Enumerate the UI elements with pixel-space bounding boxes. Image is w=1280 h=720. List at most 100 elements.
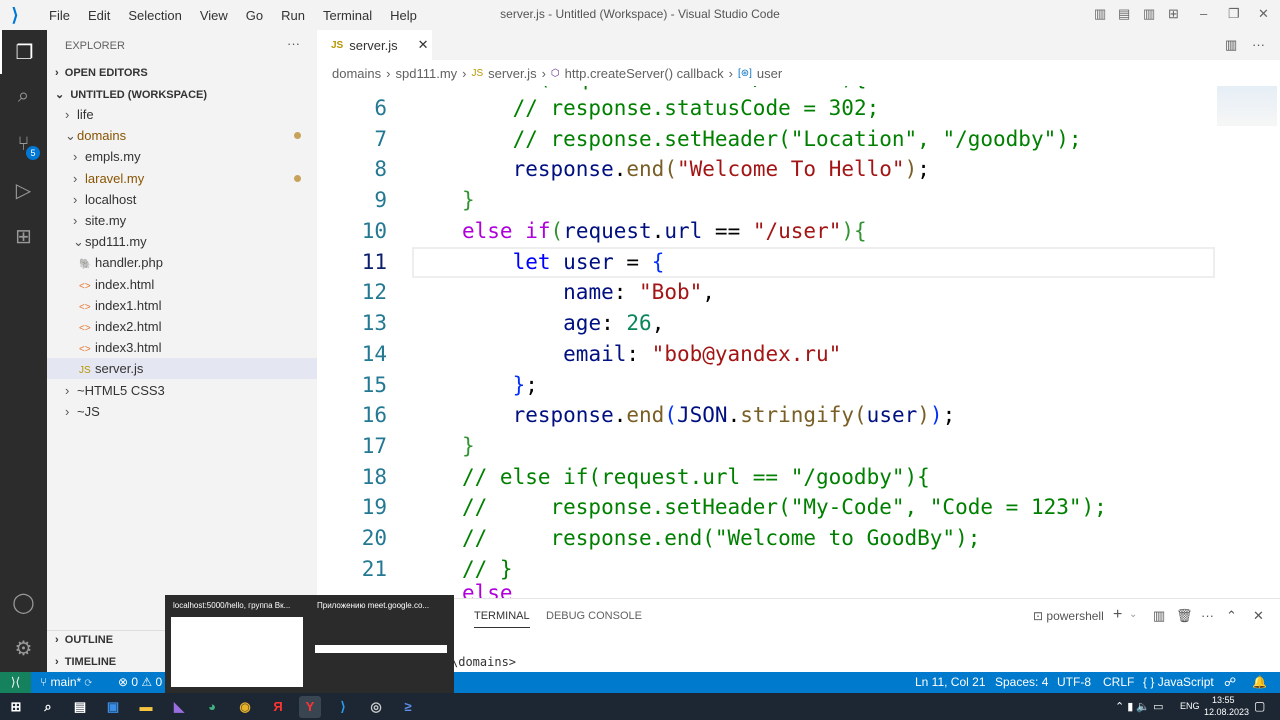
chevron-right-icon: ›	[73, 170, 78, 186]
minimap[interactable]	[1217, 86, 1277, 126]
tree-item[interactable]: ›~JS	[47, 401, 317, 422]
code-editor[interactable]: if(request.url == "/hello"){ 6 // respon…	[317, 86, 1280, 598]
terminal-prompt[interactable]: \domains>	[451, 655, 517, 669]
toggle-panel-icon[interactable]: ▤	[1118, 6, 1131, 21]
preview-title-1[interactable]: localhost:5000/hello, группа Вк...	[173, 601, 291, 610]
menu-go[interactable]: Go	[245, 7, 264, 23]
close-tab-icon[interactable]: ✕	[417, 37, 429, 52]
tree-item[interactable]: ⌄domains	[47, 125, 317, 146]
notifications-icon[interactable]: ▢	[1254, 699, 1266, 713]
menu-edit[interactable]: Edit	[87, 7, 111, 23]
split-terminal-icon[interactable]: ▥	[1153, 608, 1166, 623]
open-editors-section[interactable]: › OPEN EDITORS	[55, 67, 148, 79]
trash-icon[interactable]: 🗑	[1176, 608, 1193, 623]
tree-item[interactable]: 🐘handler.php	[47, 252, 317, 273]
language-mode[interactable]: { } JavaScript	[1143, 675, 1214, 689]
terminal-shell-selector[interactable]: ⊡ powershell	[1033, 609, 1104, 623]
chevron-down-icon[interactable]: ⌄	[1129, 609, 1138, 620]
input-language[interactable]: ENG	[1180, 701, 1200, 711]
extensions-icon[interactable]: ⊞	[15, 225, 32, 248]
tab-terminal[interactable]: TERMINAL	[474, 610, 530, 628]
obs-icon[interactable]: ◎	[370, 699, 382, 714]
notifications-bell-icon[interactable]: 🔔	[1252, 675, 1267, 689]
tab-server-js[interactable]: JS server.js ✕	[317, 30, 432, 60]
tree-item[interactable]: ›localhost	[47, 189, 317, 210]
toggle-secondary-sidebar-icon[interactable]: ▥	[1143, 6, 1156, 21]
tree-item[interactable]: ›~HTML5 CSS3	[47, 380, 317, 401]
toggle-sidebar-icon[interactable]: ▥	[1094, 6, 1107, 21]
menu-view[interactable]: View	[199, 7, 228, 23]
tree-item[interactable]: ⌄spd111.my	[47, 231, 317, 252]
tree-item[interactable]: ›site.my	[47, 210, 317, 231]
maximize-panel-icon[interactable]: ⌃	[1226, 608, 1237, 623]
tab-debug-console[interactable]: DEBUG CONSOLE	[546, 610, 642, 622]
minimize-button[interactable]: –	[1200, 6, 1208, 21]
close-window-button[interactable]: ✕	[1258, 6, 1269, 21]
settings-gear-icon[interactable]: ⚙	[14, 637, 33, 660]
menu-run[interactable]: Run	[281, 7, 305, 23]
tree-item[interactable]: <>index.html	[47, 274, 317, 295]
customize-layout-icon[interactable]: ⊞	[1168, 6, 1179, 21]
preview-title-2[interactable]: Приложению meet.google.co...	[317, 601, 430, 610]
indentation[interactable]: Spaces: 4	[995, 675, 1049, 689]
preview-thumbnail-2[interactable]	[315, 645, 447, 653]
tree-item[interactable]: ›laravel.my	[47, 168, 317, 189]
breadcrumb-item[interactable]: domains	[332, 65, 382, 81]
cursor-position[interactable]: Ln 11, Col 21	[915, 675, 986, 689]
breadcrumb-item[interactable]: http.createServer() callback	[564, 65, 724, 81]
tree-item[interactable]: ›empls.my	[47, 146, 317, 167]
breadcrumb-item[interactable]: server.js	[488, 65, 537, 81]
run-debug-icon[interactable]: ▷	[15, 179, 32, 202]
visual-studio-icon[interactable]: ◣	[174, 699, 184, 714]
branch-indicator[interactable]: ⑂ main* ⟳	[40, 675, 92, 689]
js-file-icon: JS	[471, 67, 484, 79]
windows-start-icon[interactable]: ⊞	[10, 699, 22, 714]
clock-date[interactable]: 12.08.2023	[1204, 707, 1250, 717]
tree-item[interactable]: <>index2.html	[47, 316, 317, 337]
problems-indicator[interactable]: ⊗ 0 ⚠ 0	[118, 675, 163, 689]
tree-item[interactable]: <>index1.html	[47, 295, 317, 316]
workspace-section[interactable]: ⌄ UNTITLED (WORKSPACE)	[55, 89, 208, 101]
task-view-icon[interactable]: ▤	[73, 699, 87, 714]
editor-more-icon[interactable]: ···	[1252, 37, 1265, 52]
breadcrumb-item[interactable]: spd111.my	[395, 65, 458, 81]
file-explorer-icon[interactable]: ▬	[139, 699, 153, 714]
system-tray-icons[interactable]: ⌃ ▮ 🔈 ▭	[1115, 701, 1164, 713]
chrome-icon[interactable]: ◉	[239, 699, 251, 714]
breadcrumb-item[interactable]: user	[756, 65, 783, 81]
chevron-down-icon: ⌄	[65, 128, 76, 144]
preview-thumbnail-1[interactable]	[171, 617, 303, 687]
search-icon[interactable]: ⌕	[17, 84, 30, 107]
timeline-section[interactable]: › TIMELINE	[55, 656, 117, 668]
menu-terminal[interactable]: Terminal	[323, 7, 373, 23]
tree-item[interactable]: <>index3.html	[47, 337, 317, 358]
remote-indicator-icon[interactable]: ⟩⟨	[0, 672, 31, 693]
menu-help[interactable]: Help	[390, 7, 417, 23]
outline-section[interactable]: › OUTLINE	[55, 634, 114, 646]
more-actions-icon[interactable]: ···	[287, 36, 300, 51]
code-token: "Welcome To Hello"	[676, 157, 905, 182]
more-icon[interactable]: ···	[1201, 608, 1214, 623]
split-editor-icon[interactable]: ▥	[1225, 37, 1238, 52]
store-icon[interactable]: ▣	[106, 699, 120, 714]
yandex-browser-icon[interactable]: Y	[299, 696, 321, 718]
line-ending[interactable]: CRLF	[1103, 675, 1135, 689]
account-icon[interactable]: ◯	[12, 591, 35, 614]
edge-icon[interactable]: ◕	[208, 699, 216, 714]
feedback-icon[interactable]: ☍	[1224, 675, 1237, 689]
menu-file[interactable]: File	[49, 7, 70, 23]
clock-time[interactable]: 13:55	[1212, 695, 1235, 705]
tree-item[interactable]: ›life	[47, 104, 317, 125]
source-control-icon[interactable]: ⑂5	[0, 122, 47, 166]
encoding[interactable]: UTF-8	[1057, 675, 1091, 689]
maximize-button[interactable]: ❐	[1228, 6, 1240, 21]
menu-selection[interactable]: Selection	[128, 7, 182, 23]
explorer-icon[interactable]: ❐	[0, 30, 47, 74]
vscode-taskbar-icon[interactable]: ⟩	[340, 699, 346, 714]
new-terminal-icon[interactable]: +	[1113, 606, 1123, 623]
powershell-icon[interactable]: ≥	[404, 699, 412, 714]
yandex-icon[interactable]: Я	[273, 699, 283, 714]
search-icon[interactable]: ⌕	[44, 699, 52, 714]
close-panel-icon[interactable]: ✕	[1253, 608, 1264, 623]
